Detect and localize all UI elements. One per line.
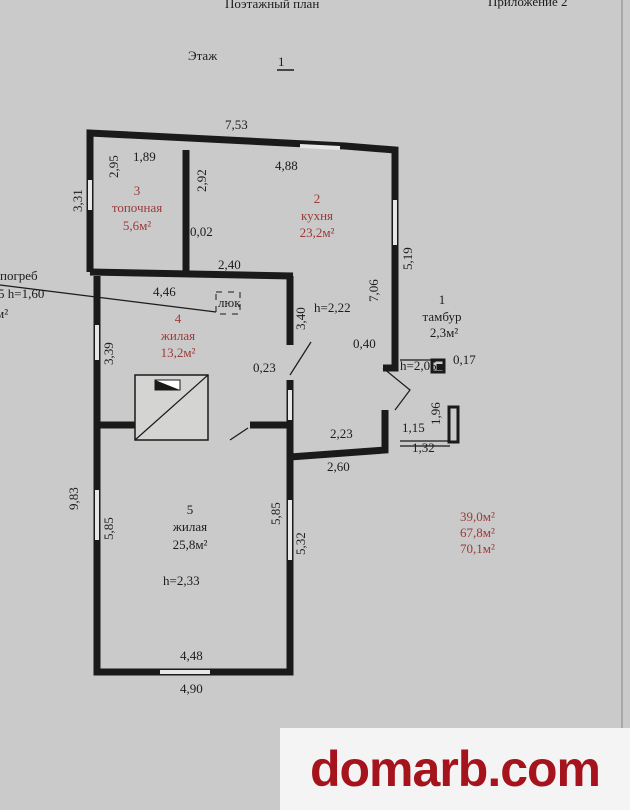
doc-title: Поэтажный план: [225, 0, 319, 11]
svg-text:70,1м²: 70,1м²: [460, 541, 495, 556]
svg-text:2,60: 2,60: [327, 459, 350, 474]
svg-text:5: 5: [187, 502, 194, 517]
svg-text:1,89: 1,89: [133, 149, 156, 164]
svg-text:5,6м²: 5,6м²: [123, 218, 151, 233]
dimensions: 7,53 4,88 1,89 2,95 2,92 3,31 0,02 2,40 …: [66, 117, 476, 696]
svg-text:1,96: 1,96: [428, 402, 443, 425]
svg-text:23,2м²: 23,2м²: [300, 225, 335, 240]
svg-text:5,19: 5,19: [400, 247, 415, 270]
svg-text:0,40: 0,40: [353, 336, 376, 351]
svg-text:0,23: 0,23: [253, 360, 276, 375]
svg-text:2: 2: [314, 191, 321, 206]
room-2: 2 кухня 23,2м²: [300, 191, 335, 240]
svg-text:1,15: 1,15: [402, 420, 425, 435]
walls: [0, 129, 460, 676]
svg-text:1: 1: [439, 292, 446, 307]
svg-text:7,06: 7,06: [366, 279, 381, 302]
height-kitchen: h=2,22: [314, 300, 351, 315]
svg-text:39,0м²: 39,0м²: [460, 509, 495, 524]
svg-text:4,46: 4,46: [153, 284, 176, 299]
svg-text:топочная: топочная: [112, 200, 162, 215]
svg-text:2,23: 2,23: [330, 426, 353, 441]
watermark-text: domarb.com: [309, 741, 601, 797]
svg-text:9,83: 9,83: [66, 487, 81, 510]
svg-text:13,2м²: 13,2м²: [161, 345, 196, 360]
svg-text:кухня: кухня: [301, 208, 333, 223]
svg-text:жилая: жилая: [160, 328, 195, 343]
watermark-logo: domarb.com: [280, 728, 630, 810]
svg-text:0,02: 0,02: [190, 224, 213, 239]
cellar-area: м²: [0, 306, 8, 321]
svg-text:4,88: 4,88: [275, 158, 298, 173]
svg-text:4,90: 4,90: [180, 681, 203, 696]
cellar-label: погреб: [0, 268, 38, 283]
svg-text:4: 4: [175, 311, 182, 326]
room-4: 4 жилая 13,2м²: [160, 311, 196, 360]
svg-text:7,53: 7,53: [225, 117, 248, 132]
svg-text:2,3м²: 2,3м²: [430, 325, 458, 340]
floor-label: Этаж: [188, 48, 218, 63]
svg-text:3,39: 3,39: [101, 342, 116, 365]
svg-text:5,85: 5,85: [268, 502, 283, 525]
cellar-height: 5 h=1,60: [0, 286, 44, 301]
svg-text:2,92: 2,92: [194, 169, 209, 192]
svg-text:25,8м²: 25,8м²: [173, 537, 208, 552]
svg-text:0,17: 0,17: [453, 352, 476, 367]
svg-text:жилая: жилая: [172, 519, 207, 534]
svg-text:3,40: 3,40: [293, 307, 308, 330]
svg-text:3,31: 3,31: [70, 189, 85, 212]
room-1: 1 тамбур 2,3м²: [423, 292, 462, 340]
height-vestibule: h=2,05: [400, 358, 437, 373]
svg-text:2,40: 2,40: [218, 257, 241, 272]
svg-text:2,95: 2,95: [106, 155, 121, 178]
svg-text:67,8м²: 67,8м²: [460, 525, 495, 540]
appendix-label: Приложение 2: [488, 0, 568, 9]
floor-number: 1: [278, 54, 285, 69]
svg-text:4,48: 4,48: [180, 648, 203, 663]
svg-text:3: 3: [134, 183, 141, 198]
height-room5: h=2,33: [163, 573, 200, 588]
room-3: 3 топочная 5,6м²: [112, 183, 162, 233]
hatch-label: люк: [218, 295, 241, 310]
svg-text:5,32: 5,32: [293, 532, 308, 555]
room-5: 5 жилая 25,8м²: [172, 502, 208, 552]
svg-text:1,32: 1,32: [412, 440, 435, 455]
svg-text:тамбур: тамбур: [423, 309, 462, 324]
svg-text:5,85: 5,85: [101, 517, 116, 540]
area-totals: 39,0м² 67,8м² 70,1м²: [460, 509, 495, 556]
